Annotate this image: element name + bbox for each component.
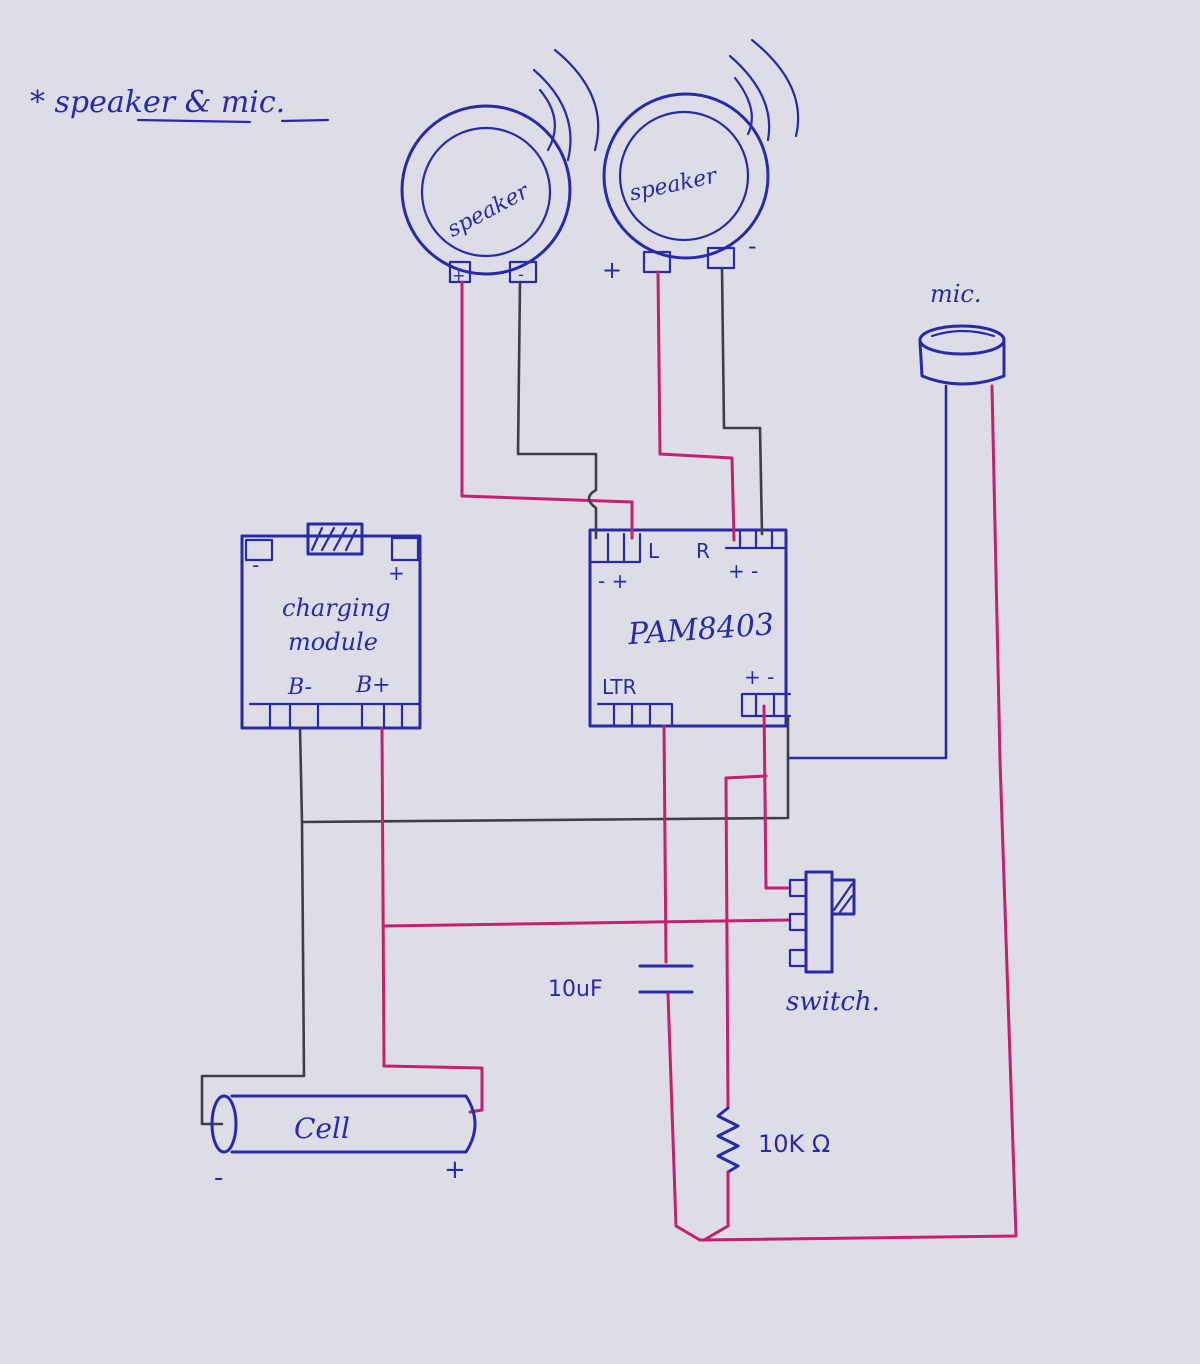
cell-plus-label: + bbox=[444, 1155, 466, 1185]
wire-mic-signal bbox=[698, 384, 1018, 1242]
charging-module-label-2: module bbox=[288, 628, 378, 656]
wire-amp-input bbox=[662, 724, 668, 964]
speaker-right-minus-label: - bbox=[748, 232, 757, 260]
resistor-symbol bbox=[716, 1106, 740, 1174]
pam8403-out-l-label: L bbox=[648, 539, 660, 563]
diagram-title: * speaker & mic. bbox=[30, 85, 285, 120]
switch-label: switch. bbox=[786, 987, 880, 1017]
wire-speaker-left-plus bbox=[460, 280, 634, 540]
microphone: mic. bbox=[918, 280, 1006, 386]
mic-label: mic. bbox=[930, 280, 982, 308]
cell-label: Cell bbox=[294, 1112, 350, 1145]
wire-speaker-left-minus bbox=[516, 280, 598, 540]
wire-capacitor-down bbox=[666, 992, 702, 1242]
sound-waves-left-icon bbox=[532, 48, 600, 162]
resistor-label: 10K Ω bbox=[758, 1130, 830, 1158]
switch-pin-3 bbox=[788, 948, 808, 968]
charging-in-plus-pad bbox=[390, 536, 420, 562]
pam8403-input-pads bbox=[596, 702, 674, 728]
pam8403-power-label: + - bbox=[744, 665, 774, 689]
pam8403-right-out-pads bbox=[724, 530, 788, 550]
speaker-left-label: speaker bbox=[443, 178, 534, 242]
switch-pin-1 bbox=[788, 878, 808, 898]
title-underline bbox=[136, 118, 330, 124]
wire-speaker-right-minus bbox=[720, 266, 764, 536]
b-plus-label: B+ bbox=[355, 673, 391, 698]
switch-body bbox=[804, 870, 834, 974]
mic-top bbox=[918, 324, 1006, 356]
wire-resistor-top bbox=[724, 774, 768, 1110]
wire-to-switch bbox=[382, 918, 792, 928]
wire-ground-bus bbox=[298, 716, 790, 824]
cell-end-cap bbox=[210, 1094, 238, 1154]
wire-speaker-right-plus bbox=[656, 270, 736, 542]
charging-module-label-1: charging bbox=[282, 594, 391, 622]
charging-module: - + charging module B- B+ bbox=[240, 522, 422, 730]
charging-in-minus-pad bbox=[244, 538, 274, 562]
wire-mic-ground bbox=[788, 384, 948, 760]
speaker-left-terminal-minus bbox=[508, 260, 538, 284]
speaker-left-inner bbox=[420, 126, 552, 258]
wire-cell-positive bbox=[380, 726, 484, 1114]
pam8403-input-label: LTR bbox=[602, 675, 637, 699]
sound-waves-right-icon bbox=[728, 38, 800, 142]
wire-resistor-bottom bbox=[702, 1170, 730, 1242]
b-minus-label: B- bbox=[287, 675, 312, 700]
speaker-left-minus-label: - bbox=[518, 265, 524, 284]
capacitor-symbol bbox=[638, 964, 694, 994]
charging-output-pads bbox=[248, 702, 422, 730]
speaker-right-plus-label: + bbox=[602, 256, 622, 284]
charging-in-plus-label: + bbox=[388, 561, 405, 585]
pam8403-chip-label: PAM8403 bbox=[626, 607, 775, 652]
pam8403-amplifier: L R - + + - PAM8403 LTR + - bbox=[588, 528, 792, 728]
speaker-left-terminal-plus bbox=[448, 260, 472, 284]
charging-module-body bbox=[240, 534, 422, 730]
speaker-right-inner bbox=[618, 110, 750, 242]
speaker-left: speaker + - bbox=[400, 48, 600, 285]
mic-body bbox=[918, 340, 1006, 386]
pam8403-out-r-polarity: + - bbox=[728, 559, 758, 583]
speaker-right-label: speaker bbox=[627, 163, 720, 206]
switch-pin-2 bbox=[788, 912, 808, 932]
slide-switch: switch. bbox=[786, 870, 880, 1017]
usb-port-icon bbox=[306, 522, 364, 556]
wire-cell-negative bbox=[200, 820, 306, 1126]
speaker-right: speaker + - bbox=[602, 38, 800, 284]
speaker-right-outer bbox=[602, 92, 770, 260]
speaker-left-outer bbox=[400, 104, 572, 276]
pam8403-left-out-pads bbox=[588, 532, 642, 564]
cell-body bbox=[230, 1094, 477, 1154]
switch-slider bbox=[830, 878, 856, 916]
battery-cell: Cell - + bbox=[210, 1094, 477, 1193]
wire-switch-to-amp bbox=[762, 704, 792, 890]
pam8403-power-pads bbox=[740, 692, 792, 718]
pam8403-out-l-polarity: - + bbox=[598, 569, 628, 593]
usb-port-hatch bbox=[310, 526, 358, 552]
speaker-left-plus-label: + bbox=[452, 266, 465, 285]
pam8403-body bbox=[588, 528, 788, 728]
switch-slider-hatch bbox=[832, 882, 854, 914]
pam8403-out-r-label: R bbox=[696, 539, 710, 563]
charging-in-minus-label: - bbox=[252, 553, 259, 577]
capacitor-label: 10uF bbox=[548, 977, 603, 1002]
cell-minus-label: - bbox=[214, 1163, 223, 1193]
mic-grille-icon bbox=[930, 329, 996, 338]
